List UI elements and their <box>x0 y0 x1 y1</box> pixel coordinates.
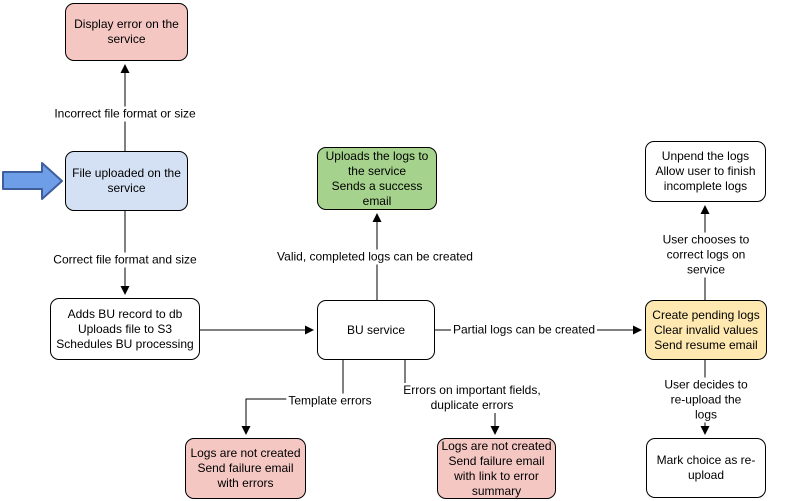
edge-label-incorrect-format: Incorrect file format or size <box>52 106 198 122</box>
node-logs-not-created-errors: Logs are not created Send failure email … <box>185 438 306 499</box>
node-bu-service: BU service <box>317 300 435 360</box>
edge-label-correct-format: Correct file format and size <box>51 252 199 268</box>
node-mark-reupload: Mark choice as re- upload <box>646 438 766 498</box>
edge-label-user-corrects: User chooses to correct logs on service <box>658 232 754 278</box>
node-file-uploaded: File uploaded on the service <box>65 151 188 211</box>
node-create-pending-logs: Create pending logs Clear invalid values… <box>645 300 767 360</box>
node-unpend-logs: Unpend the logs Allow user to finish inc… <box>645 141 766 202</box>
edge-label-field-errors: Errors on important fields, duplicate er… <box>401 383 543 413</box>
edge-label-template-errors: Template errors <box>286 393 374 409</box>
node-adds-bu-record: Adds BU record to db Uploads file to S3 … <box>50 298 200 360</box>
edge-label-partial-logs: Partial logs can be created <box>450 322 598 338</box>
node-logs-not-created-summary: Logs are not created Send failure email … <box>437 438 556 499</box>
edge-label-user-reuploads: User decides to re-upload the logs <box>658 377 754 423</box>
input-arrow-icon <box>2 162 63 200</box>
edge-label-valid-logs: Valid, completed logs can be created <box>275 249 475 265</box>
node-display-error: Display error on the service <box>65 3 188 61</box>
node-uploads-logs-success: Uploads the logs to the service Sends a … <box>317 147 437 210</box>
